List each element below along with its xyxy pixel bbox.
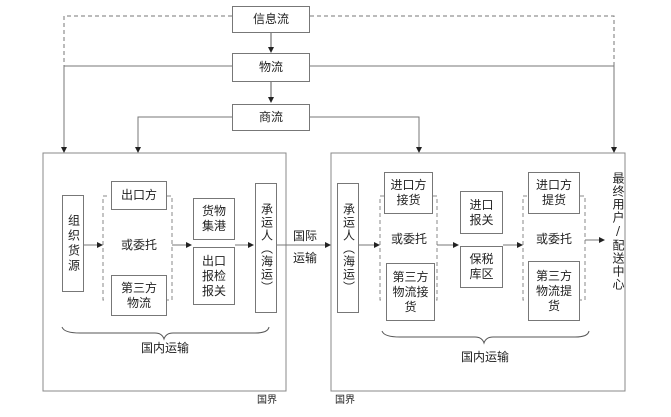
- domestic-transport-export-label: 国内运输: [140, 341, 189, 355]
- carrier-export-box: 承运人（海运）: [255, 183, 277, 313]
- import-brace: [381, 330, 590, 345]
- material-flow-line-left: [61, 65, 232, 153]
- exporter-box: 出口方: [111, 181, 167, 210]
- importer-receive-box: 进口方接货: [384, 172, 433, 214]
- third-party-box: 第三方物流: [111, 275, 167, 316]
- third-party-pickup-box: 第三方物流提货: [528, 261, 580, 321]
- source-goods-box: 组织货源: [62, 195, 84, 292]
- bonded-area-box: 保税库区: [460, 246, 503, 288]
- commerce-flow-line-left: [135, 116, 232, 153]
- international-transport-label: 国际运输: [292, 229, 317, 265]
- border-export-label: 国界: [257, 395, 277, 406]
- domestic-transport-import-label: 国内运输: [460, 350, 509, 364]
- export-brace: [61, 326, 270, 341]
- importer-pickup-box: 进口方提货: [528, 172, 580, 214]
- import-country-frame: [330, 152, 626, 392]
- third-party-receive-box: 第三方物流接货: [386, 263, 435, 321]
- or-entrust-import2-label: 或委托: [535, 232, 572, 246]
- material-flow-box: 物流: [232, 53, 310, 82]
- info-flow-dashed-line-right: [310, 15, 615, 66]
- carrier-import-box: 承运人（海运）: [337, 183, 359, 313]
- info-flow-box: 信息流: [232, 6, 310, 33]
- export-country-frame: [42, 152, 287, 392]
- info-flow-dashed-line: [63, 15, 232, 66]
- border-import-label: 国界: [335, 395, 355, 406]
- or-entrust-import-label: 或委托: [390, 232, 427, 246]
- material-flow-line-right: [310, 65, 617, 153]
- commerce-flow-line-right: [310, 116, 422, 153]
- import-clearance-box: 进口报关: [460, 191, 503, 234]
- or-entrust-label: 或委托: [120, 238, 157, 252]
- port-collect-box: 货物集港: [193, 198, 235, 240]
- commerce-flow-box: 商流: [232, 104, 310, 131]
- end-user-label: 最终用户/配送中心: [611, 172, 625, 291]
- export-clearance-box: 出口报检报关: [193, 247, 235, 305]
